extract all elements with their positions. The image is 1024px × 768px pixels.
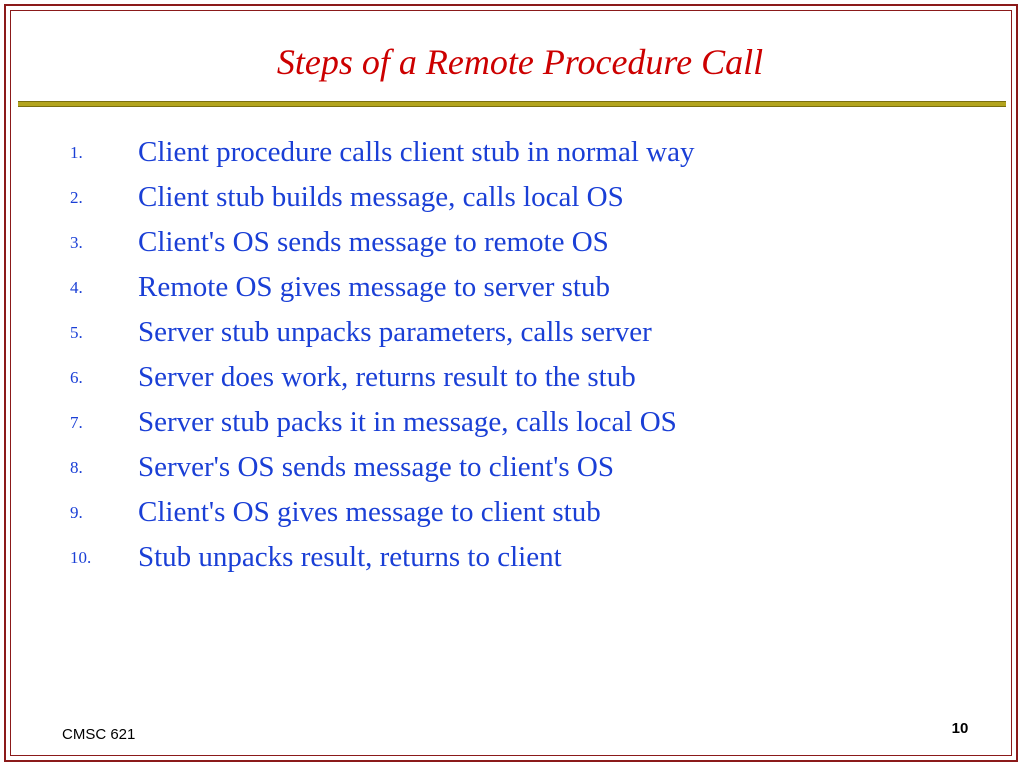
step-text: Client stub builds message, calls local … <box>138 181 624 213</box>
footer-page-number: 10 <box>951 720 969 737</box>
list-item: 9. Client's OS gives message to client s… <box>0 491 1000 536</box>
list-item: 8. Server's OS sends message to client's… <box>0 446 1000 491</box>
list-item: 1. Client procedure calls client stub in… <box>0 131 1000 176</box>
step-number: 7. <box>70 413 83 432</box>
step-number: 3. <box>70 233 83 252</box>
step-number: 4. <box>70 278 83 297</box>
step-number: 10. <box>70 548 92 567</box>
list-item: 3. Client's OS sends message to remote O… <box>0 221 1000 266</box>
step-number: 5. <box>70 323 83 342</box>
step-text: Client's OS gives message to client stub <box>138 496 601 528</box>
step-number: 1. <box>70 143 83 162</box>
step-text: Server does work, returns result to the … <box>138 361 636 393</box>
step-number: 9. <box>70 503 83 522</box>
steps-list: 1. Client procedure calls client stub in… <box>0 131 1000 581</box>
footer-course-label: CMSC 621 <box>62 726 136 743</box>
step-number: 8. <box>70 458 83 477</box>
step-text: Server stub unpacks parameters, calls se… <box>138 316 652 348</box>
list-item: 10. Stub unpacks result, returns to clie… <box>0 536 1000 581</box>
list-item: 2. Client stub builds message, calls loc… <box>0 176 1000 221</box>
slide-frame-inner <box>10 10 1012 756</box>
list-item: 6. Server does work, returns result to t… <box>0 356 1000 401</box>
title-divider <box>18 101 1006 107</box>
slide-title: Steps of a Remote Procedure Call <box>276 42 764 82</box>
step-text: Client procedure calls client stub in no… <box>138 136 695 168</box>
step-number: 2. <box>70 188 83 207</box>
list-item: 7. Server stub packs it in message, call… <box>0 401 1000 446</box>
list-item: 5. Server stub unpacks parameters, calls… <box>0 311 1000 356</box>
step-text: Server's OS sends message to client's OS <box>138 451 615 483</box>
step-number: 6. <box>70 368 83 387</box>
slide-frame-outer <box>4 4 1018 762</box>
list-item: 4. Remote OS gives message to server stu… <box>0 266 1000 311</box>
step-text: Client's OS sends message to remote OS <box>138 226 609 258</box>
step-text: Stub unpacks result, returns to client <box>138 541 562 573</box>
step-text: Remote OS gives message to server stub <box>138 271 610 303</box>
step-text: Server stub packs it in message, calls l… <box>138 406 677 438</box>
